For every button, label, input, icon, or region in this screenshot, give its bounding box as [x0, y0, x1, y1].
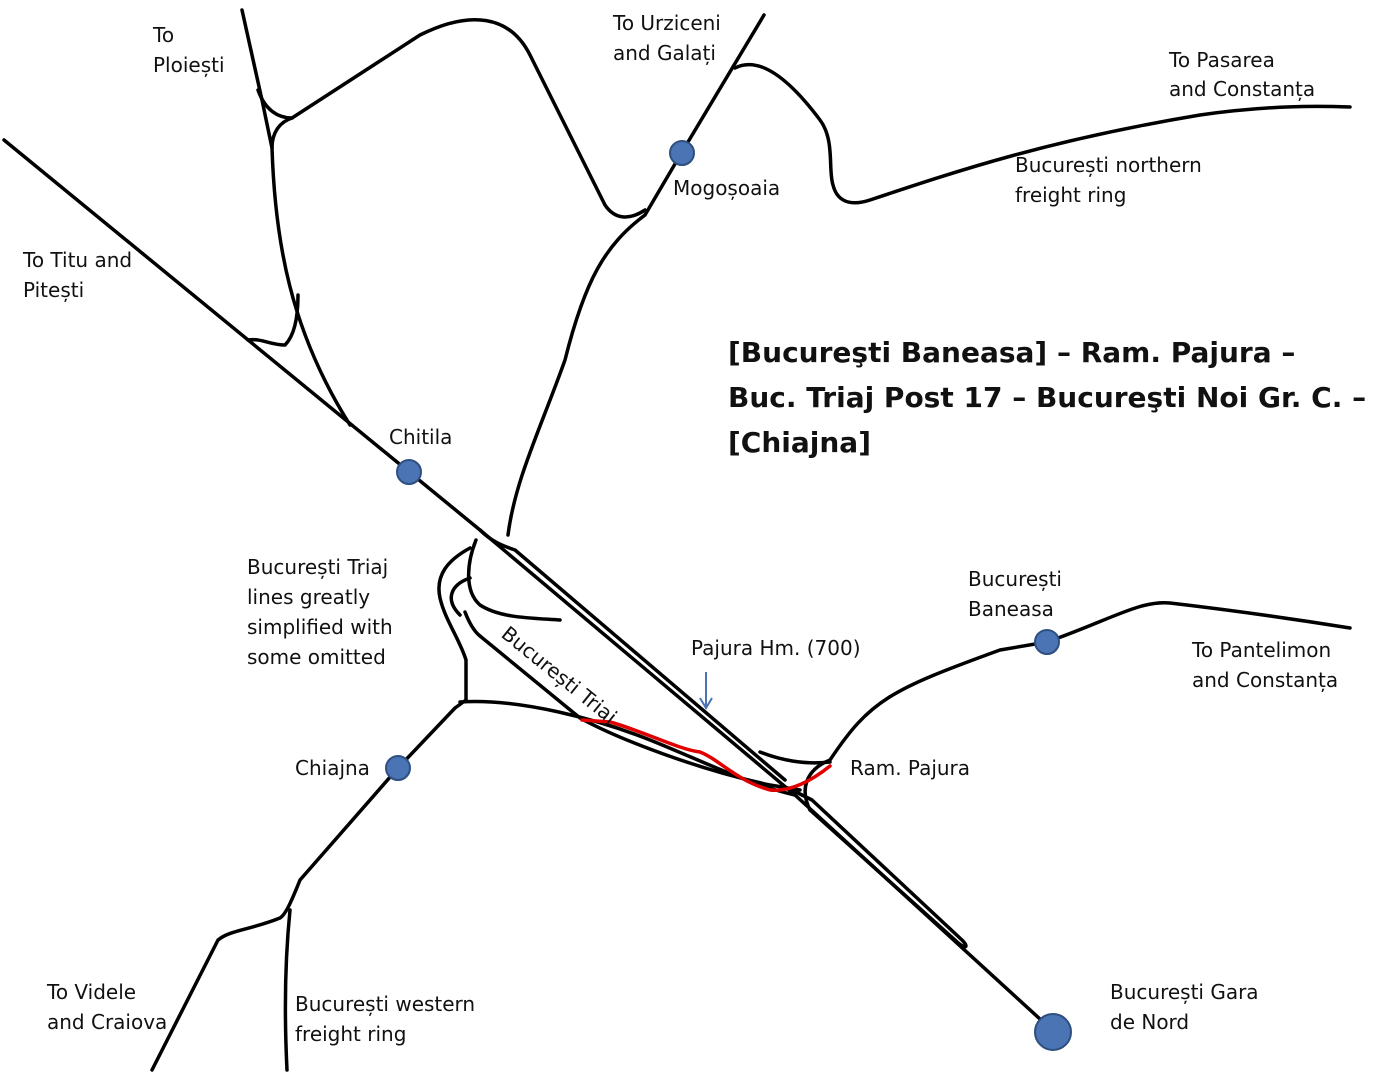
- station-mogosoaia: [669, 140, 695, 166]
- label-mogosoaia: Mogoșoaia: [673, 176, 780, 200]
- track-triaj-inner-top: [466, 538, 562, 622]
- track-ploiesti-urziceni-link: [270, 17, 647, 219]
- track-ram-pajura-spur: [758, 750, 832, 765]
- station-baneasa: [1034, 629, 1060, 655]
- track-triaj-inner-left: [449, 576, 472, 617]
- station-gara-de-nord: [1034, 1013, 1072, 1051]
- highlighted-route: [580, 718, 832, 792]
- label-to-pantelimon: To Pantelimon and Constanța: [1191, 638, 1338, 692]
- label-pajura-hm: Pajura Hm. (700): [691, 636, 861, 660]
- track-ploiesti: [240, 8, 352, 427]
- label-northern-ring: București northern freight ring: [1015, 153, 1208, 207]
- track-urziceni: [506, 13, 766, 537]
- stations: [385, 140, 1072, 1051]
- label-to-titu: To Titu and Pitești: [22, 248, 138, 302]
- tracks: [2, 8, 1352, 1072]
- station-chitila: [396, 459, 422, 485]
- label-gara-de-nord: București Gara de Nord: [1110, 980, 1265, 1034]
- label-to-ploiesti: To Ploiești: [152, 23, 225, 77]
- map-title: [Bucureşti Baneasa] – Ram. Pajura – Buc.…: [728, 336, 1376, 459]
- station-chiajna: [385, 755, 411, 781]
- track-triaj-upper: [437, 546, 472, 702]
- label-to-urziceni: To Urziceni and Galați: [612, 11, 727, 65]
- label-ram-pajura: Ram. Pajura: [850, 756, 970, 780]
- label-triaj-note: București Triaj lines greatly simplified…: [247, 555, 399, 669]
- label-chitila: Chitila: [389, 425, 452, 449]
- track-triaj-parallel: [478, 528, 787, 782]
- label-to-videle: To Videle and Craiova: [46, 980, 167, 1034]
- track-gara-de-nord-parallel: [790, 788, 968, 949]
- track-ploiesti-titu-chord: [246, 293, 300, 347]
- track-chiajna-videle: [150, 698, 468, 1072]
- track-titu-gara-de-nord: [2, 138, 1054, 1032]
- pajura-hm-arrow-icon: [699, 672, 713, 710]
- track-western-ring: [283, 908, 292, 1072]
- label-baneasa: București Baneasa: [968, 567, 1068, 621]
- label-to-pasarea: To Pasarea and Constanța: [1168, 48, 1315, 101]
- track-triaj-to-top: [463, 610, 482, 638]
- track-northern-ring: [733, 62, 1352, 205]
- label-chiajna: Chiajna: [295, 756, 370, 780]
- label-western-ring: București western freight ring: [295, 992, 481, 1046]
